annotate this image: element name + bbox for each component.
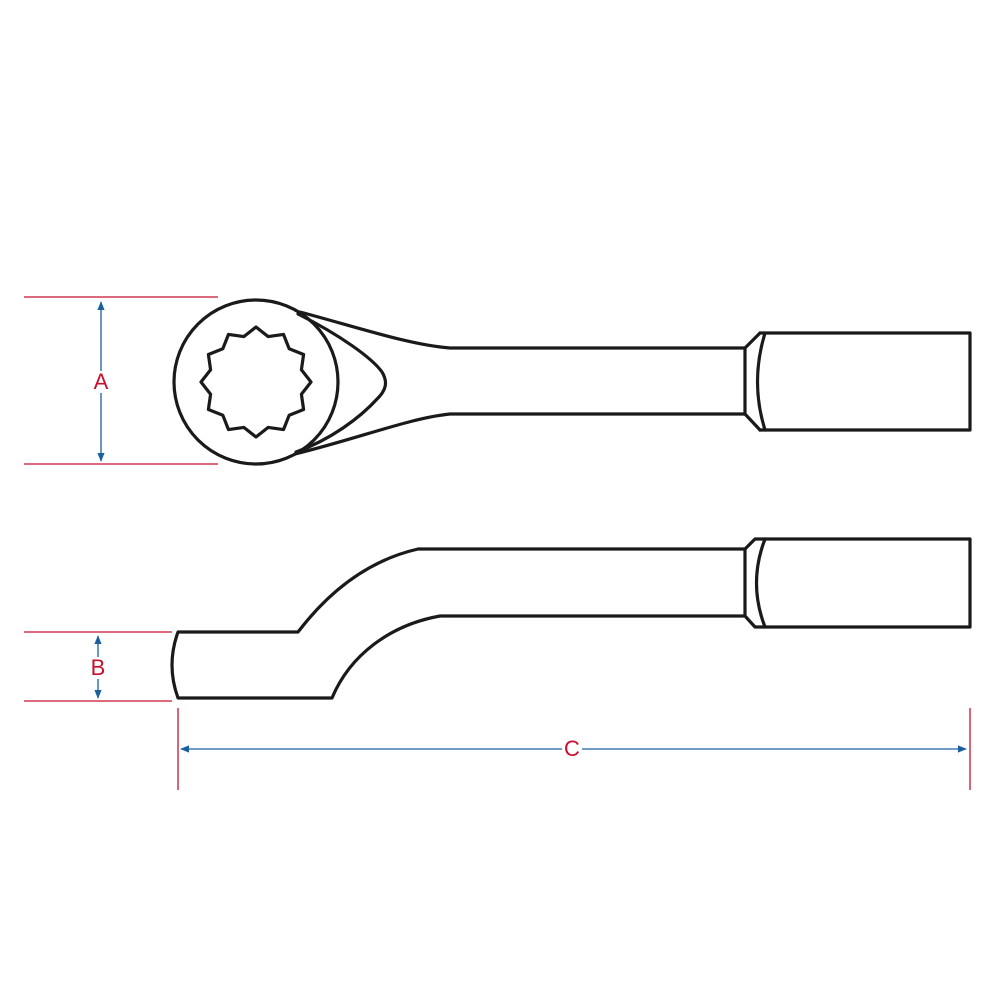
shank-top <box>298 310 747 350</box>
handle <box>758 331 972 432</box>
side-handle-inner-arc <box>754 537 767 629</box>
handle-inner-arc <box>755 331 767 432</box>
dimension-label-a: A <box>91 369 111 394</box>
handle-chamfer <box>743 331 762 432</box>
shank-bottom <box>293 412 747 456</box>
wrench-side-view <box>170 537 972 700</box>
wrench-top-view <box>172 298 972 466</box>
offset-body <box>170 537 972 700</box>
dimension-a <box>24 296 218 465</box>
ring-head <box>172 298 340 466</box>
ring-neck-web <box>294 312 388 454</box>
dimension-label-b: B <box>88 655 108 680</box>
dimension-label-c: C <box>562 736 582 761</box>
twelve-point-socket <box>199 325 313 439</box>
